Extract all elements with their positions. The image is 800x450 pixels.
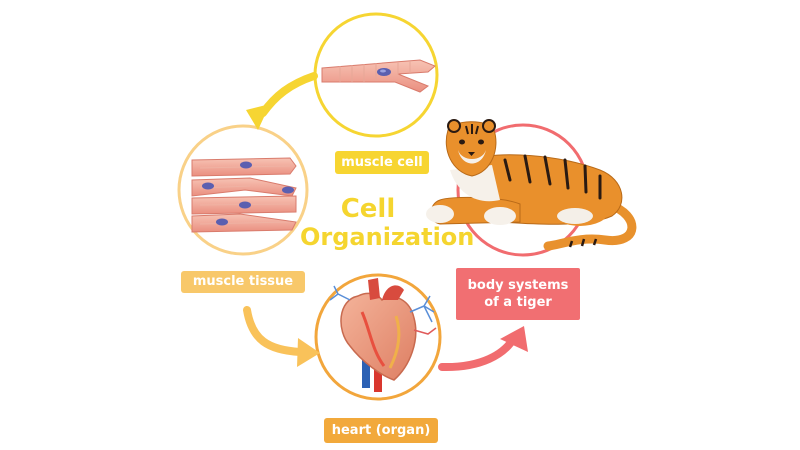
body-systems-label: body systems of a tiger bbox=[456, 268, 580, 320]
diagram-title-line1: Cell bbox=[340, 194, 396, 224]
muscle-tissue-illustration bbox=[191, 157, 297, 233]
body-systems-label-line1: body systems bbox=[467, 278, 569, 293]
tiger-illustration bbox=[426, 119, 637, 251]
muscle-cell-label: muscle cell bbox=[335, 151, 429, 174]
diagram-title-line2: Organization bbox=[300, 223, 475, 251]
arrow-cell-to-tissue bbox=[246, 72, 318, 130]
heart-organ-label: heart (organ) bbox=[324, 418, 438, 443]
arrow-heart-to-system bbox=[438, 326, 528, 372]
muscle-tissue-label: muscle tissue bbox=[181, 271, 305, 293]
arrow-tissue-to-heart bbox=[243, 306, 320, 367]
heart-illustration bbox=[329, 278, 437, 392]
body-systems-label-line2: of a tiger bbox=[484, 295, 552, 310]
muscle-cell-illustration bbox=[321, 59, 436, 93]
